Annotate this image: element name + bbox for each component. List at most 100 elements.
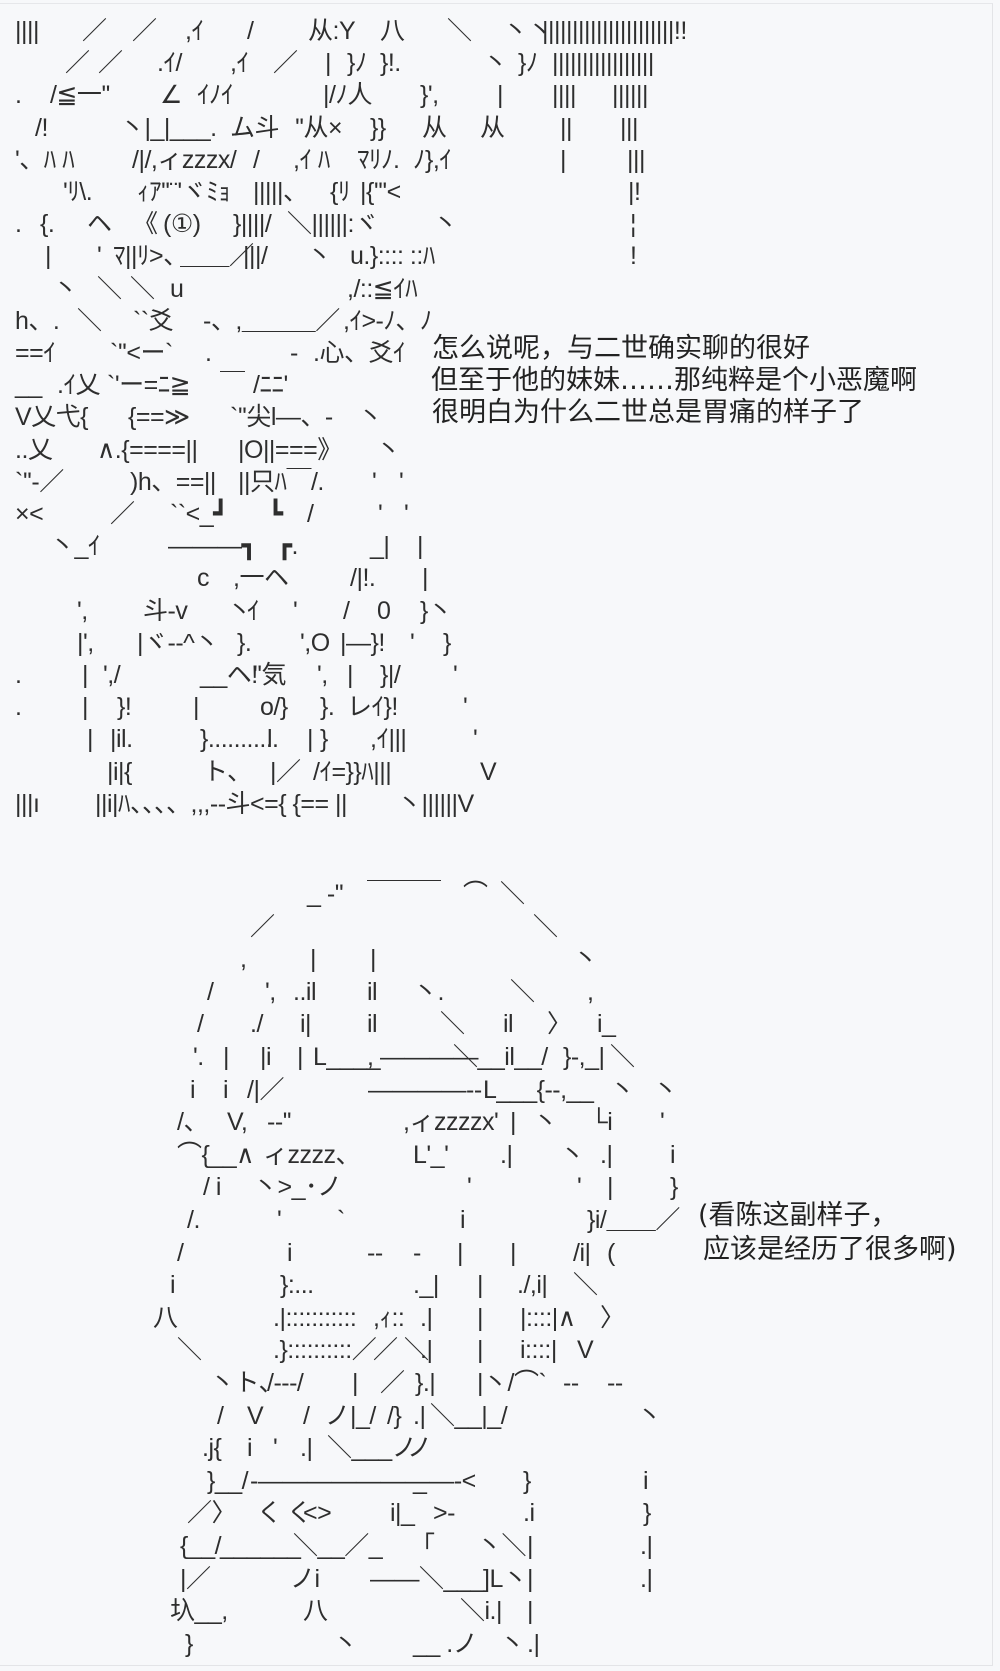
- aa-glyph-run: |i: [260, 1043, 272, 1071]
- aa-glyph-run: ||||||||||||||||||||||!!: [542, 17, 687, 45]
- aa-glyph-run: .j{: [202, 1434, 222, 1463]
- aa-glyph-run: |: [422, 564, 429, 593]
- aa-glyph-run: /}: [387, 1401, 402, 1430]
- aa-glyph-run: ': [473, 725, 478, 754]
- aa-glyph-run: 丶.: [413, 977, 444, 1006]
- aa-glyph-run: ———┓: [168, 532, 257, 561]
- aa-glyph-run: 丶丶: [503, 17, 553, 45]
- aa-glyph-run: {==≫: [128, 403, 190, 432]
- aa-glyph-run: .|: [413, 1401, 426, 1430]
- aa-glyph-run: }|/: [380, 661, 401, 689]
- aa-glyph-run: ＼: [533, 912, 558, 941]
- aa-line: '.||i|L____,————＼__il__/}-,_|＼: [0, 1041, 993, 1074]
- aa-glyph-run: -、,＿＿＿／: [203, 306, 340, 335]
- aa-glyph-run: ': [273, 1434, 278, 1463]
- aa-glyph-run: ||||||: [612, 81, 648, 110]
- aa-glyph-run: 丶: [358, 403, 383, 432]
- aa-glyph-run: .心、爻ｲ: [313, 339, 405, 367]
- aa-glyph-run: .|: [600, 1140, 613, 1169]
- aa-glyph-run: 八: [303, 1597, 328, 1626]
- aa-line: /!丶|_|___.ム斗''从×}}从从|||||: [0, 112, 993, 144]
- aa-line: /.'`i}i/＿＿／: [0, 1204, 993, 1237]
- aa-glyph-run: ,/::≦ｲﾊ: [347, 274, 418, 303]
- aa-line: c,一ヘ/|!.|: [0, 562, 993, 594]
- aa-glyph-run: 八: [380, 17, 405, 45]
- aa-glyph-run: |: [87, 725, 94, 754]
- aa-glyph-run: |丶/⌒`: [477, 1369, 547, 1397]
- aa-glyph-run: |O||===》: [238, 435, 342, 464]
- aa-glyph-run: |―}!: [340, 628, 385, 657]
- aa-glyph-run: |',: [77, 628, 94, 657]
- aa-glyph-run: ┗: [268, 500, 283, 528]
- aa-glyph-run: i: [643, 1466, 649, 1495]
- aa-glyph-run: |: [307, 725, 314, 754]
- aa-glyph-run: ': [410, 628, 415, 657]
- aa-glyph-run: .|: [300, 1434, 313, 1463]
- aa-glyph-run: .}::::::::::／: [273, 1336, 377, 1365]
- aa-glyph-run: 丶: [533, 1108, 558, 1137]
- aa-glyph-run: ': [277, 1206, 282, 1234]
- aa-glyph-run: /ｲ=}}ﾊ|||: [313, 757, 392, 786]
- aa-glyph-run: }: [523, 1466, 531, 1495]
- aa-glyph-run: |: [527, 1564, 534, 1593]
- aa-glyph-run: }!.: [380, 49, 401, 78]
- aa-glyph-run: u: [170, 274, 184, 303]
- aa-glyph-run: ＼__|_/: [430, 1401, 508, 1430]
- aa-glyph-run: __: [15, 371, 42, 400]
- aa-glyph-run: |: [325, 49, 332, 78]
- aa-glyph-run: ﾏﾘﾉ.: [357, 145, 400, 174]
- aa-glyph-run: ': [467, 1173, 472, 1202]
- aa-line: |||ı||i|ﾊ、、、、,,,--斗<={ {== ||丶||||||V: [0, 788, 993, 820]
- aa-glyph-run: i: [287, 1238, 293, 1267]
- aa-glyph-run: ＼__il__/: [453, 1043, 548, 1071]
- aa-glyph-run: ..乂: [15, 435, 53, 464]
- aa-glyph-run: !: [630, 242, 637, 271]
- aa-glyph-run: .|: [500, 1140, 513, 1169]
- aa-glyph-run: il: [367, 977, 378, 1006]
- aa-glyph-run: }i/＿＿／: [587, 1206, 680, 1234]
- aa-glyph-run: ,ｲ ﾊ: [293, 145, 330, 174]
- aa-glyph-run: ': [463, 693, 468, 722]
- aa-glyph-run: .i: [523, 1499, 535, 1528]
- aa-glyph-run: ＼: [440, 1010, 465, 1039]
- aa-glyph-run: 丶: [637, 1401, 662, 1430]
- aa-glyph-run: 丶_ｲ: [50, 532, 100, 561]
- aa-glyph-run: |::::|∧: [520, 1303, 576, 1332]
- aa-glyph-run: .ｲ乂: [57, 371, 100, 400]
- aa-glyph-run: 丶: [53, 274, 78, 303]
- aa-glyph-run: ／ ＼: [373, 1336, 429, 1365]
- aa-glyph-run: /i|: [573, 1238, 591, 1267]
- aa-glyph-run: |!: [628, 178, 641, 206]
- aa-glyph-run: |/ﾉ人: [323, 81, 372, 110]
- aa-line: .j{i'.|＼___ノノ: [0, 1432, 993, 1465]
- aa-line: V乂弋{{==≫`''尖l―、-丶: [0, 401, 993, 433]
- aa-glyph-run: il: [367, 1010, 378, 1039]
- aa-line: __.ｲ乂`'ー=ﾆ≧￣/ﾆﾆ': [0, 369, 993, 401]
- aa-glyph-run: /: [253, 145, 260, 174]
- aa-glyph-run: i_: [597, 1010, 616, 1039]
- aa-glyph-run: ': [453, 661, 458, 689]
- aa-line: .|}!|o/}}.レｲ}!': [0, 691, 993, 723]
- aa-glyph-run: .|: [527, 1629, 540, 1658]
- aa-glyph-run: i|_: [390, 1499, 415, 1528]
- aa-glyph-run: .: [205, 339, 212, 367]
- aa-glyph-run: }ﾉ: [347, 49, 367, 78]
- aa-line: 圦__,八＼i.||: [0, 1595, 993, 1628]
- aa-glyph-run: -: [290, 339, 298, 367]
- aa-line: /、V,--'',ィzzzzx'|丶└i': [0, 1106, 993, 1139]
- aa-glyph-run: ⌒: [463, 880, 488, 908]
- aa-glyph-run: V,: [227, 1108, 248, 1137]
- aa-glyph-run: }: [320, 725, 328, 754]
- aa-glyph-run: V: [577, 1336, 594, 1365]
- aa-glyph-run: }: [443, 628, 451, 657]
- aa-glyph-run: }}: [370, 113, 386, 142]
- aa-glyph-run: }__/: [207, 1466, 249, 1495]
- aa-glyph-run: 〉: [600, 1303, 625, 1332]
- aa-line: /V/ノ|_//}.|＼__|_/丶: [0, 1400, 993, 1433]
- aa-glyph-run: ＼: [97, 274, 122, 303]
- aa-glyph-run: }||||/: [233, 210, 272, 239]
- aa-glyph-run: }!: [117, 693, 132, 722]
- aa-glyph-run: /: [247, 17, 254, 45]
